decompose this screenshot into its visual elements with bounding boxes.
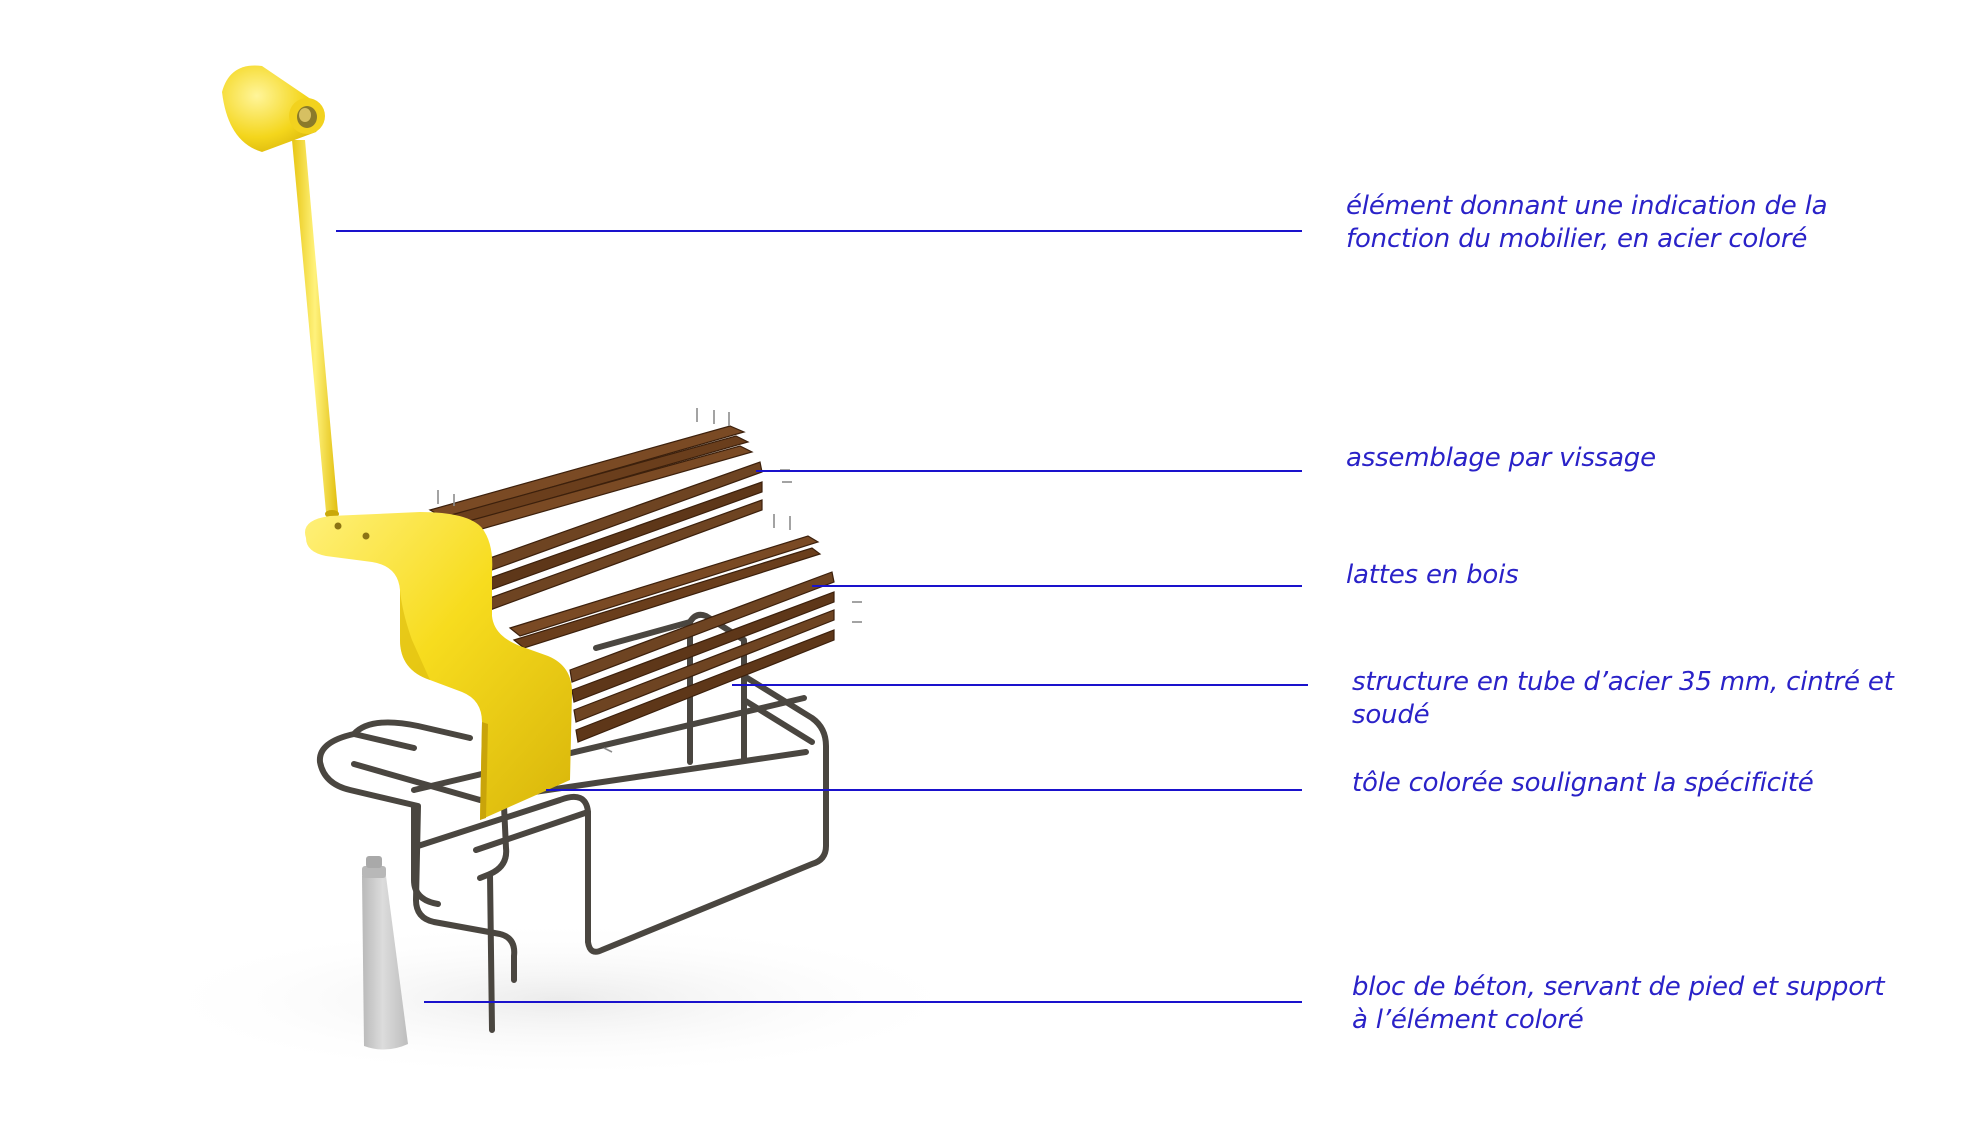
annotation-indicator: élément donnant une indication de la fon… — [1346, 190, 1828, 256]
concrete-block — [362, 856, 408, 1050]
wooden-slats — [428, 425, 835, 743]
annotation-text: lattes en bois — [1346, 560, 1519, 590]
annotation-text: élément donnant une indication de la — [1346, 191, 1828, 221]
annotation-sheet: tôle colorée soulignant la spécificité — [1352, 767, 1814, 800]
yellow-indicator-element — [222, 65, 339, 518]
annotation-text: à l’élément coloré — [1352, 1005, 1584, 1035]
annotation-text: bloc de béton, servant de pied et suppor… — [1352, 972, 1885, 1002]
annotation-concrete: bloc de béton, servant de pied et suppor… — [1352, 971, 1885, 1037]
steel-tube-structure — [316, 611, 829, 1033]
annotation-slats: lattes en bois — [1346, 559, 1519, 592]
leader-lines — [336, 230, 1308, 1003]
floor-shadow — [140, 920, 980, 1080]
annotation-text: assemblage par vissage — [1346, 443, 1656, 473]
annotation-text: tôle colorée soulignant la spécificité — [1352, 768, 1814, 798]
annotation-screws: assemblage par vissage — [1346, 442, 1656, 475]
screws — [437, 408, 862, 753]
annotation-structure: structure en tube d’acier 35 mm, cintré … — [1352, 666, 1894, 732]
annotation-text: structure en tube d’acier 35 mm, cintré … — [1352, 667, 1894, 697]
annotation-text: soudé — [1352, 700, 1430, 730]
yellow-colored-sheet — [305, 512, 572, 820]
annotation-text: fonction du mobilier, en acier coloré — [1346, 224, 1808, 254]
